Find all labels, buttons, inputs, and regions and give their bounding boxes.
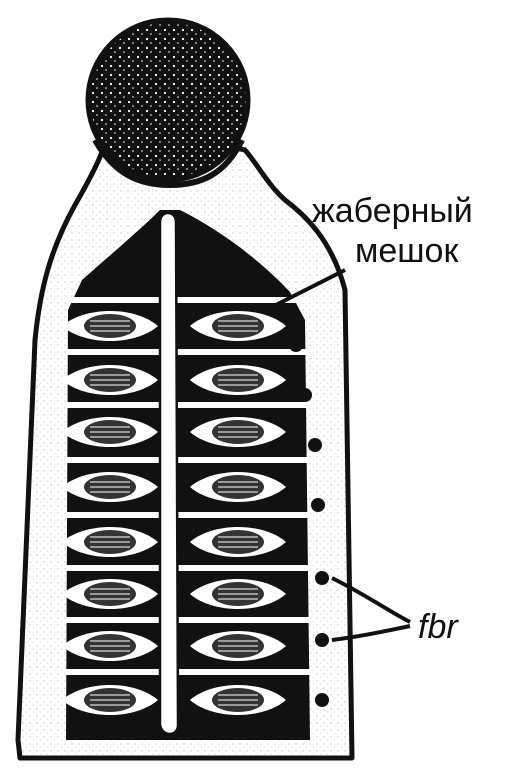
gill-sac-label-line2: мешок [355,232,459,270]
transverse-bar [66,669,310,675]
transverse-bar [66,349,310,355]
gill-sac-label-line1: жаберный [312,192,473,230]
fbr-dot [315,693,329,707]
transverse-bar [66,617,310,623]
fbr-dot [298,388,312,402]
transverse-bar [66,565,310,571]
transverse-bar [66,402,310,408]
fbr-dot [308,438,322,452]
endostyle [160,213,178,734]
fbr-dot [315,571,329,585]
transverse-bar [66,512,310,518]
fbr-dot [315,633,329,647]
fbr-dot [311,498,325,512]
siphon-head [88,20,248,180]
transverse-bar [66,457,310,463]
transverse-bar [66,297,310,303]
fbr-label: fbr [418,608,459,646]
fbr-dot [289,338,303,352]
